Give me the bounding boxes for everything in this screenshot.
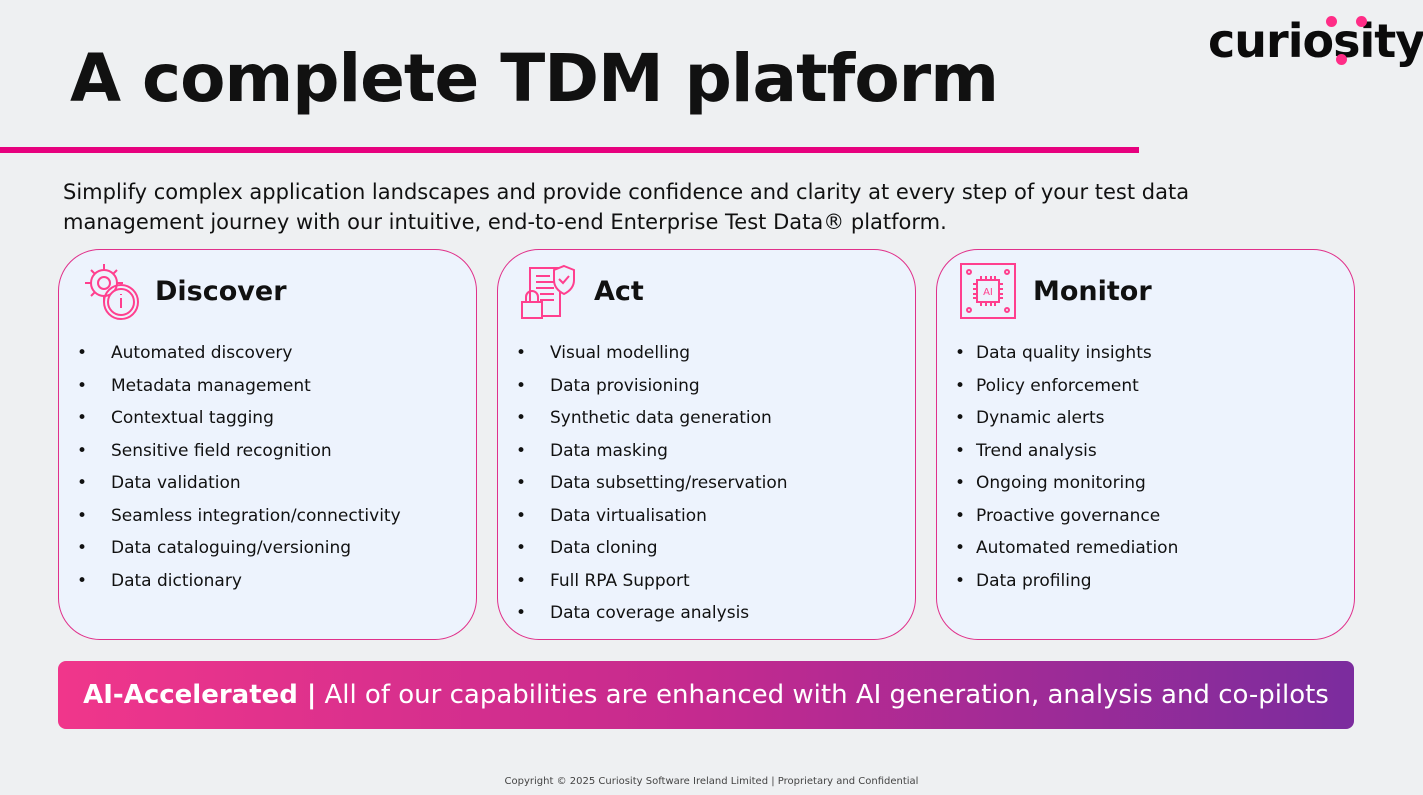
list-item: •Trend analysis — [955, 440, 1097, 461]
list-item: •Ongoing monitoring — [955, 473, 1146, 493]
list-item: •Full RPA Support — [516, 570, 690, 591]
list-item: •Metadata management — [77, 375, 311, 396]
list-item: •Data validation — [77, 473, 241, 493]
list-item: •Seamless integration/connectivity — [77, 505, 401, 526]
list-item: •Data profiling — [955, 570, 1092, 591]
card-monitor: AI Monitor •Data quality insights •Polic… — [936, 249, 1355, 640]
list-item: •Synthetic data generation — [516, 408, 772, 428]
curiosity-logo: curiosity — [1208, 14, 1423, 68]
list-item: •Dynamic alerts — [955, 408, 1105, 428]
list-item: •Data quality insights — [955, 343, 1152, 363]
card-title: Monitor — [1033, 275, 1152, 307]
card-discover: Discover •Automated discovery •Metadata … — [58, 249, 477, 640]
list-item: •Sensitive field recognition — [77, 440, 332, 461]
page-title: A complete TDM platform — [70, 40, 999, 117]
card-title: Discover — [155, 275, 287, 307]
list-item: •Data virtualisation — [516, 505, 707, 526]
list-item: •Data cataloguing/versioning — [77, 538, 352, 558]
list-item: •Automated discovery — [77, 343, 293, 363]
list-item: •Data dictionary — [77, 570, 242, 591]
list-item: •Contextual tagging — [77, 408, 274, 428]
card-title: Act — [594, 275, 644, 307]
list-item: •Data subsetting/reservation — [516, 473, 788, 493]
list-item: •Data masking — [516, 440, 668, 461]
list-item: •Policy enforcement — [955, 375, 1139, 396]
banner-text: All of our capabilities are enhanced wit… — [324, 680, 1329, 710]
card-act: Act •Visual modelling •Data provisioning… — [497, 249, 916, 640]
list-item: •Data cloning — [516, 538, 658, 558]
document-lock-shield-icon — [521, 264, 575, 319]
ai-chip-icon: AI — [960, 263, 1016, 319]
copyright-footer: Copyright © 2025 Curiosity Software Irel… — [504, 776, 919, 787]
accent-divider — [0, 147, 1139, 153]
svg-text:AI: AI — [983, 287, 993, 298]
intro-text: Simplify complex application landscapes … — [63, 180, 1190, 234]
list-item: •Proactive governance — [955, 505, 1161, 526]
gear-info-icon — [85, 264, 139, 320]
list-item: •Visual modelling — [516, 343, 691, 363]
list-item: •Data coverage analysis — [516, 603, 750, 623]
list-item: •Data provisioning — [516, 375, 700, 396]
list-item: •Automated remediation — [955, 538, 1179, 558]
ai-accelerated-banner: AI-Accelerated | All of our capabilities… — [58, 661, 1354, 729]
banner-label: AI-Accelerated | — [83, 680, 317, 710]
